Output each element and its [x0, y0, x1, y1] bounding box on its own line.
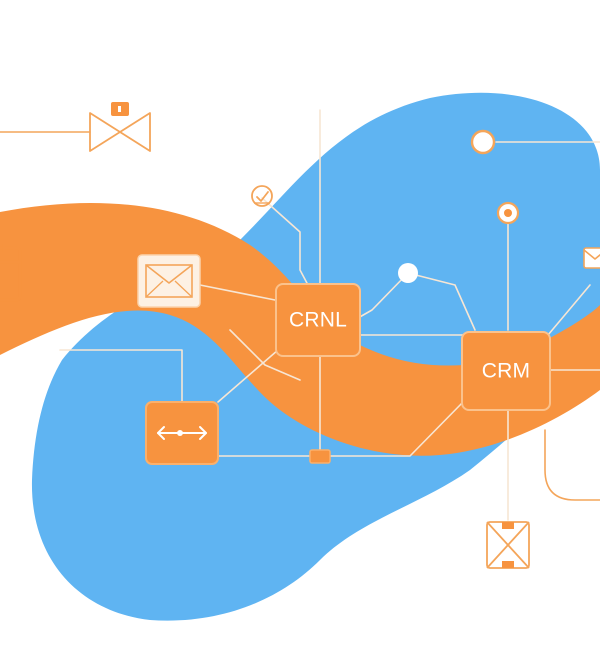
line-left-bracket — [59, 349, 183, 403]
line-circle-diag — [357, 272, 409, 319]
ring-node — [470, 129, 496, 155]
connector-chip — [309, 449, 331, 464]
crnl-node[interactable]: CRNL — [275, 283, 361, 357]
junction-dot — [398, 263, 418, 283]
line-right-curve — [544, 429, 600, 501]
open-envelope-icon — [137, 254, 201, 308]
crnl-node-label: CRNL — [289, 309, 347, 332]
line-mid-diag — [229, 329, 301, 381]
check-badge-icon — [251, 185, 273, 207]
connector-lines — [59, 109, 600, 521]
package-icon — [486, 521, 530, 569]
line-bottom-bus — [217, 399, 466, 457]
line-crm-upright — [547, 284, 591, 336]
line-mail-crnl — [199, 284, 276, 301]
small-envelope-icon — [583, 247, 600, 269]
line-circle-crm — [407, 272, 476, 331]
target-icon — [496, 201, 520, 225]
envelope-icon — [89, 102, 151, 152]
orange-lines — [0, 131, 600, 501]
line-check-crnl — [261, 197, 309, 286]
transfer-node[interactable] — [145, 401, 219, 465]
line-transfer-crnl — [217, 349, 279, 403]
transfer-arrows-icon — [157, 426, 207, 440]
crm-node[interactable]: CRM — [461, 331, 551, 411]
crm-node-label: CRM — [482, 360, 530, 383]
calendar-icon — [0, 244, 22, 302]
